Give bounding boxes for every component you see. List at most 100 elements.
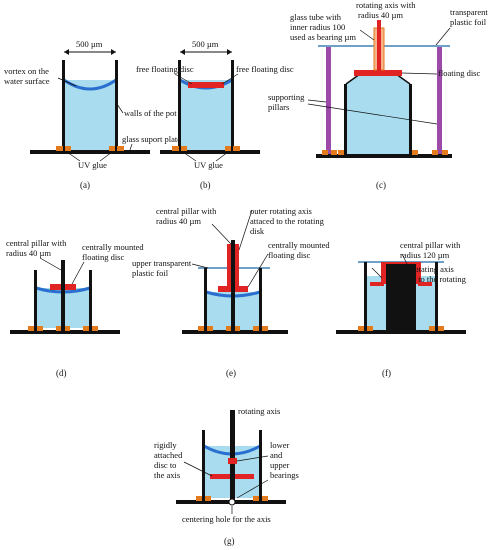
glue-label: UV glue bbox=[78, 160, 107, 170]
glass-plate bbox=[10, 330, 120, 334]
disc-label: centrally mounted floating disc bbox=[268, 240, 332, 260]
pot-wall-right bbox=[435, 262, 438, 330]
glue bbox=[196, 496, 202, 501]
bearings-label-line4: bearings bbox=[270, 470, 299, 480]
glue-label: UV glue bbox=[194, 160, 223, 170]
hole-label: centering hole for the axis bbox=[182, 514, 271, 524]
foil-label-line1: upper transparent bbox=[132, 258, 192, 268]
floating-disc-right bbox=[418, 282, 432, 286]
glass-plate bbox=[30, 150, 150, 154]
pillars-label: supporting pillars bbox=[268, 92, 307, 112]
glass-plate bbox=[160, 150, 260, 154]
glue bbox=[253, 326, 259, 331]
pillar-label: central pillar with radius 40 µm bbox=[6, 238, 69, 258]
pillars-label-line2: pillars bbox=[268, 102, 289, 112]
glue bbox=[226, 326, 231, 331]
panel-e-caption: (e) bbox=[226, 368, 236, 378]
disc-label-line1: centrally mounted bbox=[268, 240, 330, 250]
plate-label: glass suport plate bbox=[122, 134, 181, 144]
leader-line bbox=[183, 461, 213, 477]
glue bbox=[92, 326, 98, 331]
disc-label-line2: floating disc bbox=[82, 252, 124, 262]
pot-wall-left bbox=[204, 268, 207, 330]
leader-line bbox=[236, 455, 269, 462]
panel-d-caption: (d) bbox=[56, 368, 67, 378]
disc-label: floating disc bbox=[438, 68, 480, 78]
bearings-label-line2: and bbox=[270, 450, 283, 460]
glass-plate bbox=[316, 154, 452, 158]
floating-disc bbox=[188, 82, 224, 88]
outer-axis-label-line1: outer rotating axis bbox=[392, 264, 454, 274]
panel-f-caption: (f) bbox=[382, 368, 391, 378]
vortex-label: vortex on the water surface bbox=[4, 66, 51, 86]
outer-axis-label-line2: attaced to the rotating bbox=[250, 216, 325, 226]
panel-b-caption: (b) bbox=[200, 180, 211, 190]
panel-a: 500 µm vortex on the water surface walls… bbox=[4, 39, 181, 190]
disc-label-line2: attached bbox=[154, 450, 183, 460]
pot-wall-left bbox=[178, 60, 181, 152]
glue bbox=[65, 146, 71, 151]
centering-hole bbox=[228, 498, 236, 506]
panel-c: rotating axis with radius 40 µm glass tu… bbox=[268, 0, 490, 190]
glue bbox=[412, 150, 418, 155]
glue bbox=[429, 326, 435, 331]
pot-wall-left bbox=[364, 262, 367, 330]
pillar-label: central pillar with radius 120 µm bbox=[400, 240, 463, 260]
glass-plate bbox=[336, 330, 466, 334]
glue bbox=[37, 326, 43, 331]
foil-label-line2: plastic foil bbox=[132, 268, 169, 278]
leader-line bbox=[39, 257, 62, 271]
panel-b: 500 µm free floating disc free floating … bbox=[136, 39, 294, 190]
panel-g: rotating axis rigidly attached disc to t… bbox=[154, 406, 299, 546]
glue bbox=[367, 326, 373, 331]
disc-label-right: free floating disc bbox=[236, 64, 294, 74]
glue bbox=[198, 326, 204, 331]
glue bbox=[83, 326, 89, 331]
outer-axis-label-line3: disk bbox=[250, 226, 265, 236]
glue bbox=[432, 150, 438, 155]
pot-wall-right bbox=[259, 430, 262, 500]
supporting-pillar-left bbox=[326, 46, 331, 154]
glue bbox=[109, 146, 115, 151]
glue bbox=[235, 326, 240, 331]
pillar-label-line2: radius 40 µm bbox=[6, 248, 51, 258]
glue bbox=[117, 146, 124, 151]
pot-wall-right bbox=[231, 60, 234, 152]
foil-label-line1: transparent bbox=[450, 7, 488, 17]
pot-wall-left bbox=[344, 84, 347, 154]
outer-axis-label-line2: attaced to the rotating bbox=[392, 274, 467, 284]
leader-line bbox=[435, 27, 451, 46]
panel-a-caption: (a) bbox=[80, 180, 90, 190]
outer-axis-label-line1: outer rotating axis bbox=[250, 206, 312, 216]
leader-line bbox=[247, 253, 269, 288]
pillar-label-line1: central pillar with bbox=[6, 238, 67, 248]
leader-line bbox=[221, 73, 239, 85]
glue bbox=[358, 326, 364, 331]
leader-line bbox=[191, 263, 209, 269]
pillar-label-line1: central pillar with bbox=[156, 206, 217, 216]
pot-wall-right bbox=[89, 270, 92, 330]
bearings-label-line1: lower bbox=[270, 440, 290, 450]
glue bbox=[225, 146, 231, 151]
leader-line bbox=[211, 223, 232, 245]
leader-line bbox=[307, 103, 438, 125]
water bbox=[64, 80, 116, 150]
water bbox=[180, 80, 232, 150]
outer-axis-label-line3: disk bbox=[392, 284, 407, 294]
pillars-label-line1: supporting bbox=[268, 92, 305, 102]
axis-label-line1: rotating axis with bbox=[356, 0, 416, 10]
upper-bearing bbox=[228, 458, 237, 464]
panel-c-caption: (c) bbox=[376, 180, 386, 190]
pot-wall-left bbox=[202, 430, 205, 500]
leader-line bbox=[71, 261, 85, 285]
foil-label: transparent plastic foil bbox=[450, 7, 490, 27]
rotating-axis bbox=[377, 20, 381, 72]
leader-line bbox=[401, 72, 438, 75]
central-pillar bbox=[231, 240, 235, 330]
glue bbox=[262, 496, 268, 501]
leader-line bbox=[371, 267, 383, 279]
glue bbox=[56, 146, 63, 151]
leader-line bbox=[238, 209, 253, 251]
leader-line bbox=[116, 103, 124, 114]
